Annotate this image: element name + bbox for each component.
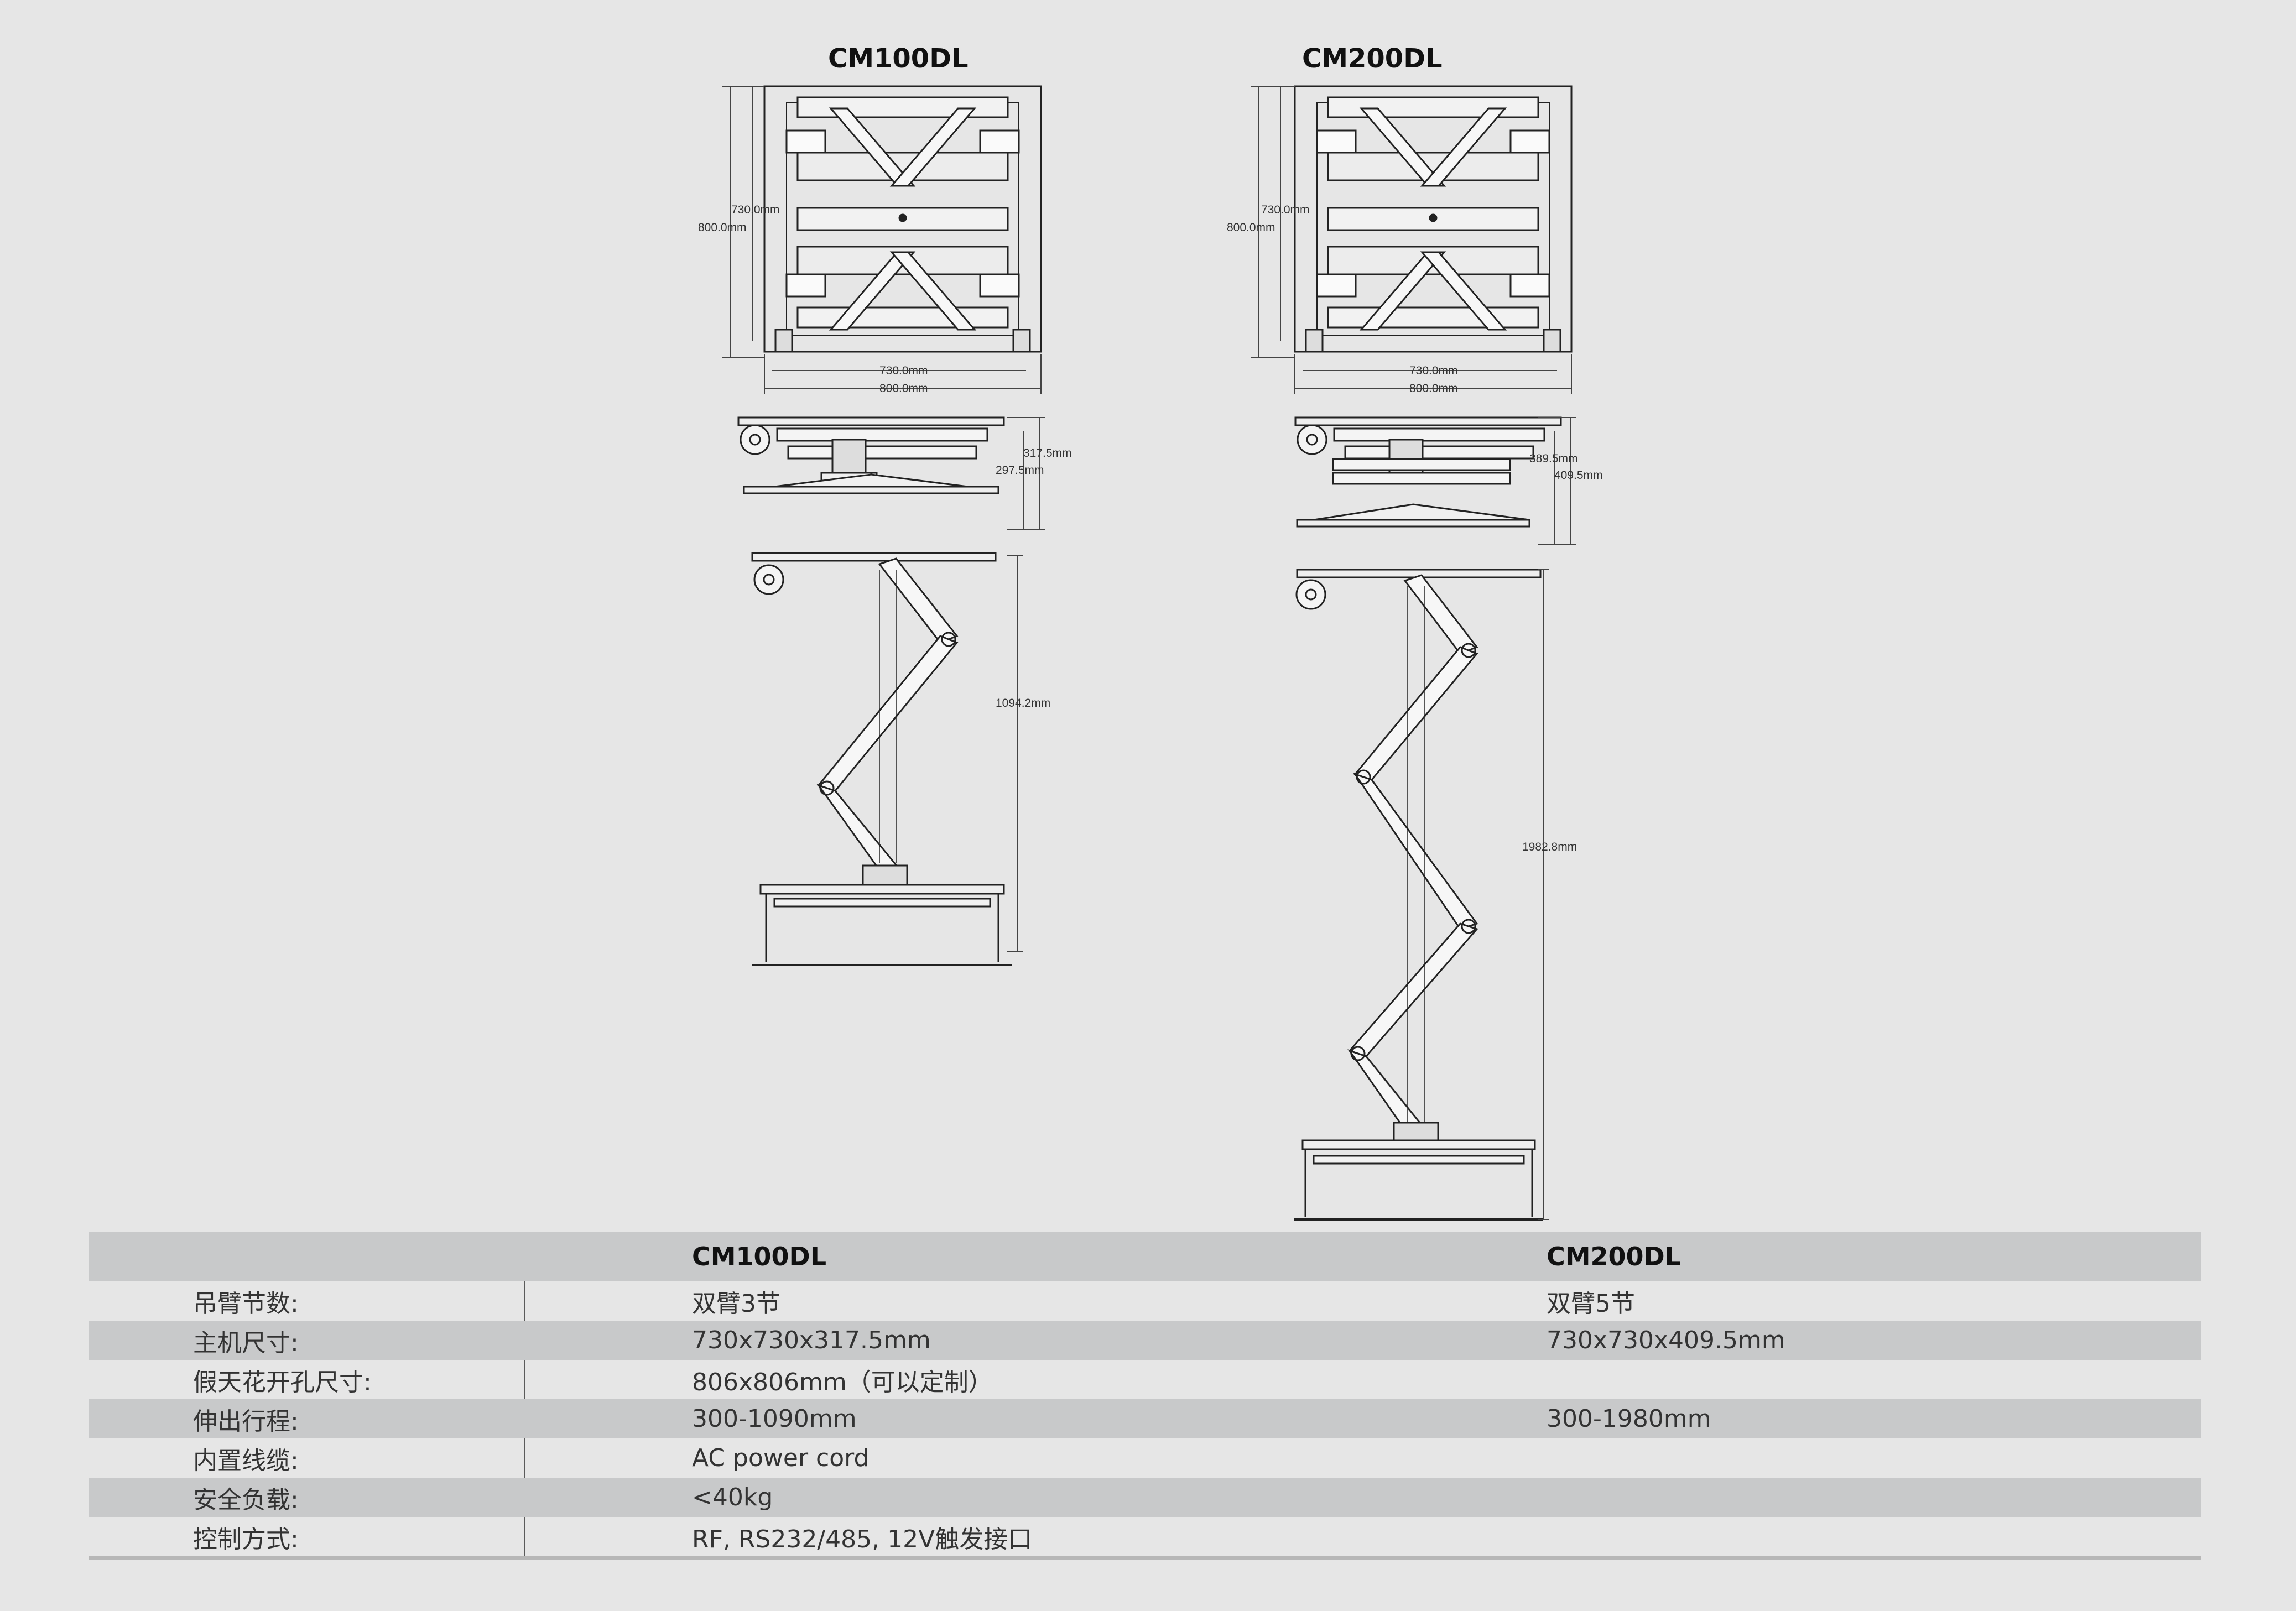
spec-label: 伸出行程: — [193, 1407, 299, 1436]
dim-b-top-inner-h: 730.0mm — [1409, 364, 1458, 377]
dim-a-top-inner-v: 730.0mm — [731, 204, 780, 216]
spec-label: 主机尺寸: — [193, 1328, 299, 1357]
spec-value-cm200dl: 730x730x409.5mm — [1547, 1326, 1785, 1354]
model-title-cm100dl: CM100DL — [828, 43, 969, 74]
dim-a-top-outer-v: 800.0mm — [698, 221, 747, 234]
spec-label: 吊臂节数: — [193, 1289, 299, 1318]
spec-row: 伸出行程: 300-1090mm 300-1980mm — [89, 1399, 2201, 1438]
dim-b-top-outer-v: 800.0mm — [1227, 221, 1275, 234]
spec-row: 主机尺寸: 730x730x317.5mm 730x730x409.5mm — [89, 1321, 2201, 1360]
spec-row: 吊臂节数: 双臂3节 双臂5节 — [89, 1281, 2201, 1321]
dim-b-extend: 1982.8mm — [1522, 841, 1577, 853]
spec-value-cm200dl: 双臂5节 — [1547, 1289, 1635, 1318]
spec-row: 安全负载: <40kg — [89, 1478, 2201, 1517]
spec-value-cm200dl: 300-1980mm — [1547, 1405, 1711, 1433]
dim-b-top-outer-h: 800.0mm — [1409, 382, 1458, 395]
dim-a-side-inner: 297.5mm — [996, 464, 1044, 477]
spec-value-cm100dl: 806x806mm（可以定制） — [692, 1368, 993, 1396]
model-title-cm200dl: CM200DL — [1302, 43, 1443, 74]
spec-label: 假天花开孔尺寸: — [193, 1368, 372, 1396]
spec-value-cm100dl: <40kg — [692, 1483, 773, 1511]
spec-header-cm100dl: CM100DL — [692, 1242, 827, 1271]
spec-header-cm200dl: CM200DL — [1547, 1242, 1681, 1271]
spec-row: 内置线缆: AC power cord — [89, 1438, 2201, 1478]
dim-a-top-inner-h: 730.0mm — [879, 364, 928, 377]
dim-a-side-outer: 317.5mm — [1023, 447, 1072, 460]
spec-value-cm100dl: 300-1090mm — [692, 1405, 857, 1433]
dim-b-side-inner: 389.5mm — [1529, 452, 1578, 465]
spec-value-cm100dl: RF, RS232/485, 12V触发接口 — [692, 1525, 1033, 1553]
dim-a-extend: 1094.2mm — [996, 697, 1050, 710]
dim-a-top-outer-h: 800.0mm — [879, 382, 928, 395]
spec-row: 控制方式: RF, RS232/485, 12V触发接口 — [89, 1517, 2201, 1556]
spec-value-cm100dl: 双臂3节 — [692, 1289, 780, 1318]
spec-label: 内置线缆: — [193, 1446, 299, 1475]
spec-label: 控制方式: — [193, 1525, 299, 1553]
spec-value-cm100dl: 730x730x317.5mm — [692, 1326, 931, 1354]
spec-value-cm100dl: AC power cord — [692, 1444, 870, 1472]
dim-b-top-inner-v: 730.0mm — [1261, 204, 1310, 216]
spec-row: 假天花开孔尺寸: 806x806mm（可以定制） — [89, 1360, 2201, 1399]
spec-header-row: CM100DL CM200DL — [89, 1232, 2201, 1281]
spec-table: CM100DL CM200DL 吊臂节数: 双臂3节 双臂5节 主机尺寸: 73… — [89, 1232, 2201, 1560]
dim-b-side-outer: 409.5mm — [1554, 469, 1603, 482]
spec-label: 安全负载: — [193, 1485, 299, 1514]
